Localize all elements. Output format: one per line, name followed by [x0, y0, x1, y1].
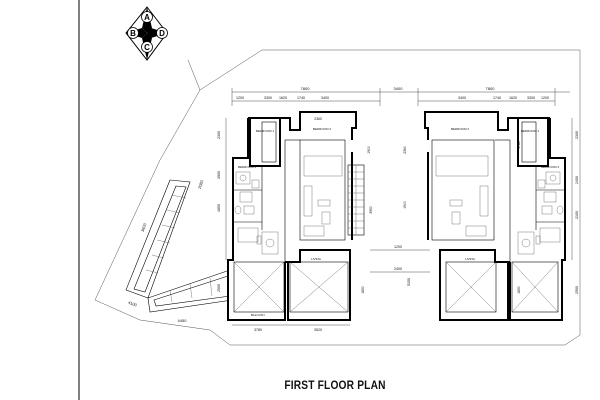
left-unit: BEDROOM 1 BEDROOM 2 BEDROOM 3 LIVING BAL… [217, 111, 373, 332]
dim-label: 2400 [394, 267, 402, 271]
compass-rose: A B C D [125, 6, 168, 61]
diagonal-balcony: 4450 [125, 179, 233, 323]
dim-label: 3400 [458, 96, 466, 100]
dim-label: 1740 [297, 96, 305, 100]
dim-label: 4450 [178, 318, 188, 323]
room-label: LIVING [465, 257, 476, 261]
room-label: BEDROOM 1 [521, 129, 539, 133]
dim-label: 1780 [517, 141, 521, 149]
dim-label: 1620 [509, 96, 517, 100]
dim-label: 1900 [403, 201, 407, 209]
dim-label: 7800 [486, 86, 496, 91]
room-label: BEDROOM 3 [541, 165, 559, 169]
dim-label: 1850 [517, 286, 521, 294]
dim-label: 4100 [127, 300, 138, 308]
compass-label-c: C [144, 43, 150, 52]
dim-label: 3400 [321, 96, 329, 100]
room-label: BALCONY [251, 313, 265, 317]
dim-label: 1900 [367, 146, 371, 154]
drawing-title: FIRST FLOOR PLAN [284, 378, 386, 392]
room-label: BEDROOM 3 [238, 165, 256, 169]
compass-label-a: A [144, 13, 150, 22]
dim-label: 3600 [140, 222, 148, 233]
dim-label: 3900 [217, 171, 221, 179]
dim-label: 3950 [369, 206, 373, 214]
compass-label-b: B [130, 29, 136, 38]
dim-label: 3300 [527, 96, 535, 100]
dim-label: 1200 [394, 245, 402, 249]
dim-label: 2300 [217, 131, 221, 139]
stair-treads [348, 165, 364, 235]
dim-label: 2080 [197, 179, 205, 190]
dim-label: 1200 [541, 96, 549, 100]
room-label: LIVING [311, 257, 322, 261]
dim-label: 3520 [314, 328, 322, 332]
dim-label: 3400 [394, 86, 404, 91]
dim-label: 2500 [575, 286, 579, 294]
dim-label: 1740 [493, 96, 501, 100]
dim-label: 3300 [264, 96, 272, 100]
dim-label: 7800 [301, 86, 311, 91]
dim-label: 2500 [217, 284, 221, 292]
compass-label-d: D [159, 29, 165, 38]
dim-label: 1850 [361, 286, 365, 294]
site-boundary [94, 49, 581, 346]
dim-label: 1850 [217, 204, 221, 212]
dim-label: 2360 [314, 117, 322, 121]
dim-label: 2360 [403, 146, 407, 154]
dim-label: 1200 [236, 96, 244, 100]
dim-label: 1620 [279, 96, 287, 100]
top-dimension-chain: 7800 3400 7800 1200 3300 1620 1740 3400 … [231, 86, 570, 106]
room-label: BEDROOM 1 [256, 129, 274, 133]
dim-label: 5150 [407, 278, 411, 286]
room-label: BEDROOM 2 [313, 127, 331, 131]
room-label: BEDROOM 2 [451, 127, 469, 131]
dim-label: 2300 [575, 131, 579, 139]
center-dimensions: 1200 2400 5150 2360 1900 [370, 146, 430, 286]
dim-label: 3780 [254, 328, 262, 332]
right-unit: BEDROOM 1 BEDROOM 2 BEDROOM 3 LIVING 230… [424, 111, 579, 321]
dim-label: 2400 [575, 176, 579, 184]
dim-label: 2100 [575, 211, 579, 219]
